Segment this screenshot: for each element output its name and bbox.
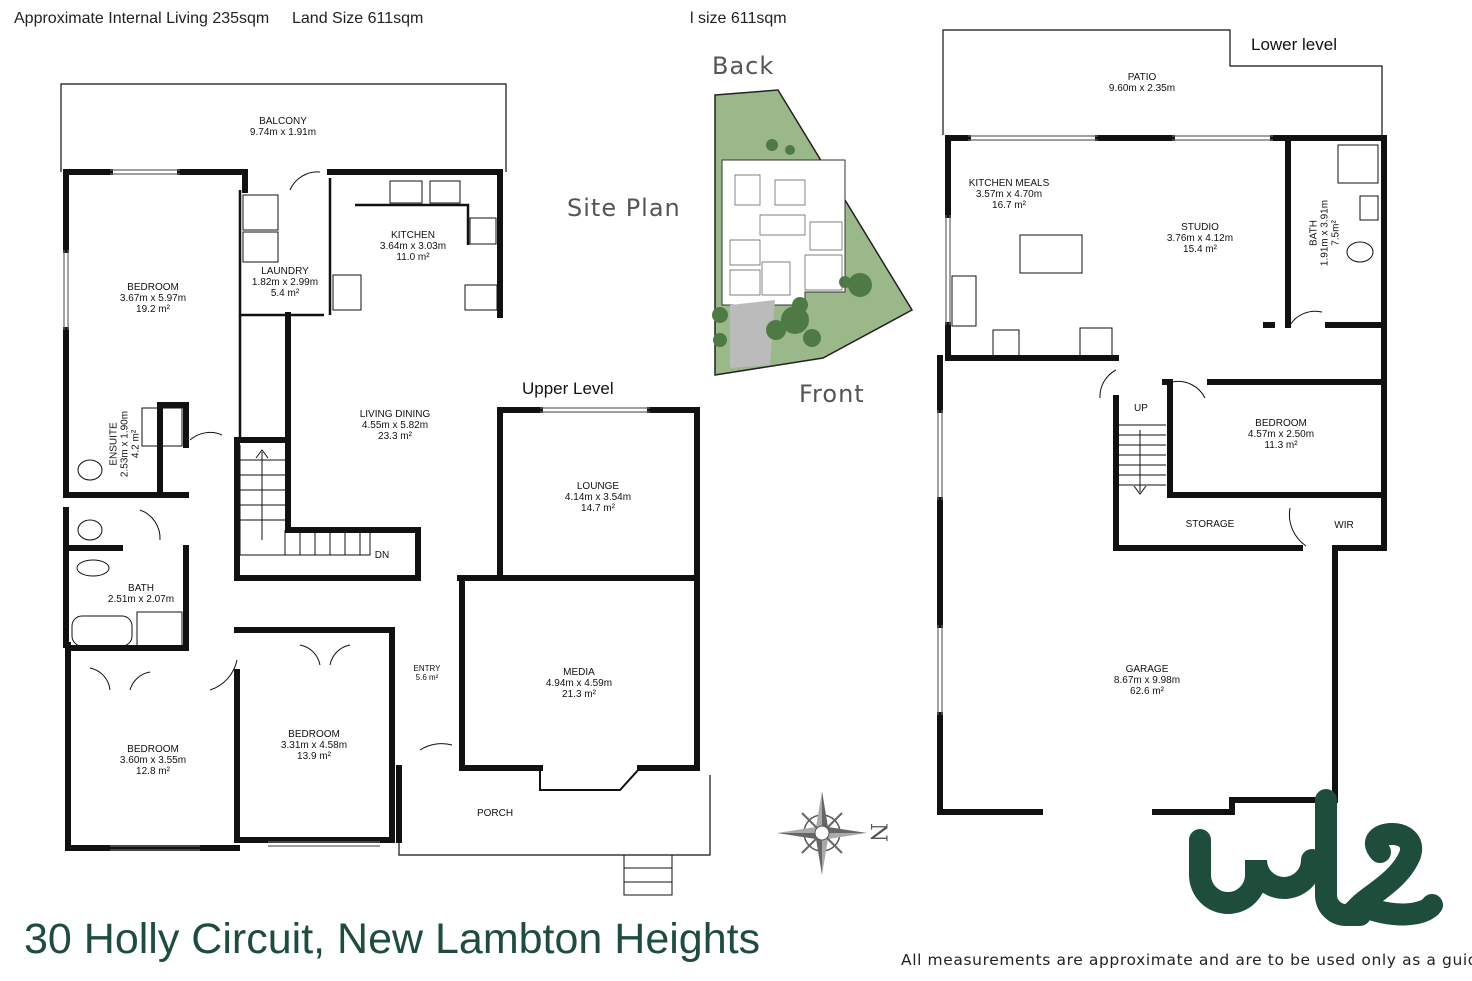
site-plan-graphic	[712, 89, 914, 376]
room-wir: WIR	[1334, 520, 1354, 531]
site-plan-title: Site Plan	[567, 194, 681, 222]
lower-level-label: Lower level	[1251, 35, 1337, 54]
stairs-up-label: UP	[1134, 403, 1148, 414]
measurement-disclaimer: All measurements are approximate and are…	[901, 951, 1472, 969]
stairs-down-label: DN	[374, 550, 390, 561]
compass-north-label: N	[865, 822, 891, 843]
wls-logo-icon	[1189, 789, 1443, 926]
upper-level-label: Upper Level	[522, 379, 614, 398]
lower-level-plan	[937, 29, 1387, 815]
site-plan-back-label: Back	[712, 52, 775, 80]
site-plan-front-label: Front	[799, 380, 865, 408]
property-address: 30 Holly Circuit, New Lambton Heights	[24, 915, 761, 963]
upper-level-plan	[60, 83, 1083, 896]
header-internal-living: Approximate Internal Living 235sqm	[14, 10, 270, 27]
header-land-size-clipped: l size 611sqm	[690, 10, 787, 27]
room-storage: STORAGE	[1185, 519, 1235, 530]
room-porch: PORCH	[476, 808, 514, 819]
compass-rose-icon	[777, 791, 867, 875]
header-land-size: Land Size 611sqm	[292, 10, 424, 27]
